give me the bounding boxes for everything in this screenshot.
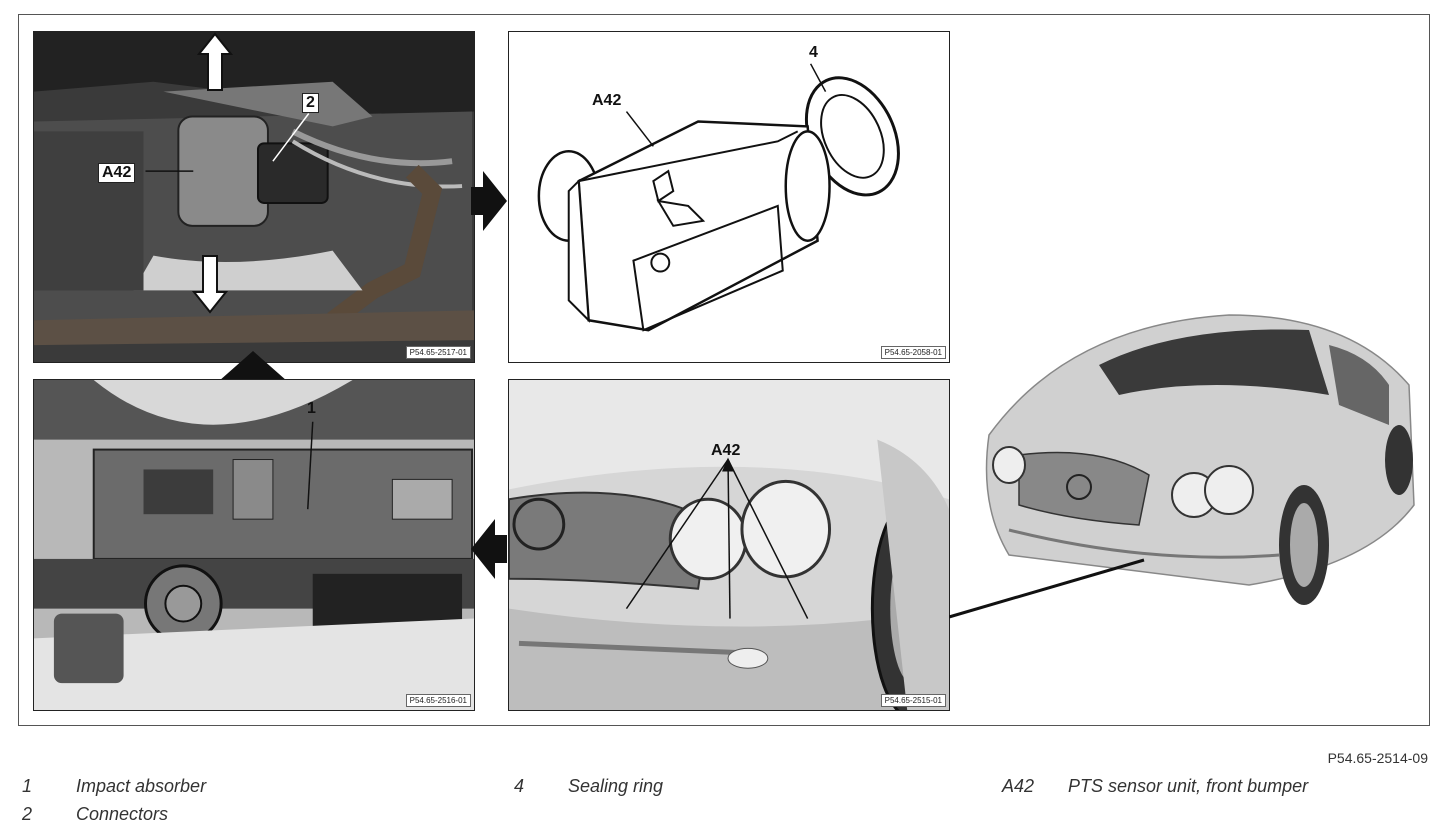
leader-lines	[145, 113, 310, 172]
panel-ref: P54.65-2516-01	[405, 694, 471, 707]
panel-sensor-mount: A42 2 P54.65-2517-01	[33, 31, 475, 363]
panel-bumper-closeup: A42 P54.65-2515-01	[508, 379, 950, 711]
car-overview-illustration	[985, 314, 1415, 605]
leader-lines	[307, 421, 314, 510]
panel-impact-absorber: 1 P54.65-2516-01	[33, 379, 475, 711]
leader-lines	[625, 457, 809, 619]
sensor-mount-photo	[34, 32, 474, 362]
figure-code: P54.65-2514-09	[1327, 750, 1428, 766]
arrow-down-icon	[192, 255, 228, 314]
sensor-unit-drawing	[537, 63, 900, 332]
label-2: 2	[302, 93, 319, 113]
legend-item: 2 Connectors	[22, 804, 169, 824]
panel-ref: P54.65-2515-01	[880, 694, 946, 707]
legend-item: 4 Sealing ring	[514, 776, 664, 796]
label-a42: A42	[592, 92, 622, 109]
panel-ref: P54.65-2058-01	[880, 346, 946, 359]
arrow-up-icon	[219, 351, 287, 383]
legend-item: 1 Impact absorber	[22, 776, 207, 796]
panel-sensor-unit: A42 4 P54.65-2058-01	[508, 31, 950, 363]
label-a42: A42	[711, 442, 741, 459]
legend-item: A42 PTS sensor unit, front bumper	[1002, 776, 1309, 796]
panel-ref: P54.65-2517-01	[405, 346, 471, 359]
label-4: 4	[809, 44, 818, 61]
label-a42: A42	[98, 163, 136, 183]
impact-absorber-photo	[34, 380, 474, 710]
arrow-right-icon	[471, 171, 507, 231]
connector-line	[949, 558, 1145, 619]
arrow-up-icon	[197, 32, 233, 91]
figure-frame: A42 2 P54.65-2517-01 A42 4 P54.65-2058-0…	[18, 14, 1430, 726]
label-1: 1	[307, 400, 316, 417]
arrow-left-icon	[471, 519, 507, 579]
